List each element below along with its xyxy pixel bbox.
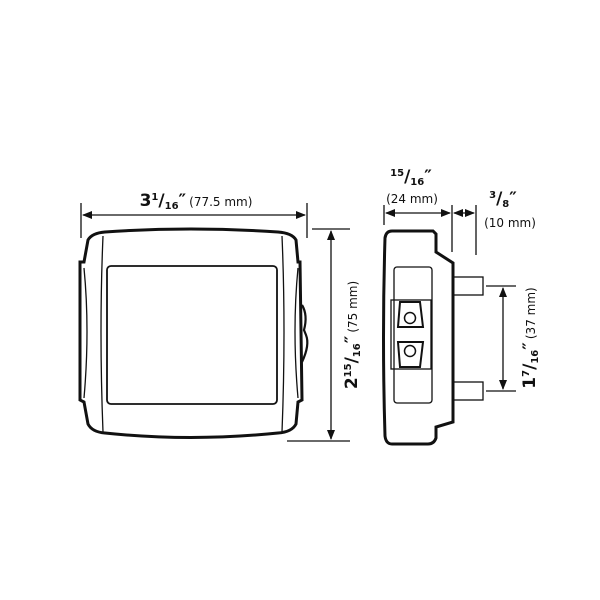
width-label: 31/16″(77.5 mm)	[140, 191, 253, 212]
mount-depth-label-metric: (10 mm)	[484, 216, 536, 230]
height-label: 215/16″(75 mm)	[342, 281, 363, 389]
side-view-device	[382, 229, 484, 446]
height-dimension	[287, 228, 350, 442]
mount-spacing-label: 17/16″(37 mm)	[520, 287, 541, 388]
depth-label-inch: 15/16″	[390, 167, 432, 188]
front-view-device	[78, 227, 309, 439]
width-dimension	[80, 203, 308, 238]
mount-spacing-dimension	[486, 285, 516, 392]
depth-label-metric: (24 mm)	[386, 192, 438, 206]
depth-dimension	[383, 205, 477, 255]
mount-depth-label-inch: 3/8″	[489, 189, 517, 210]
